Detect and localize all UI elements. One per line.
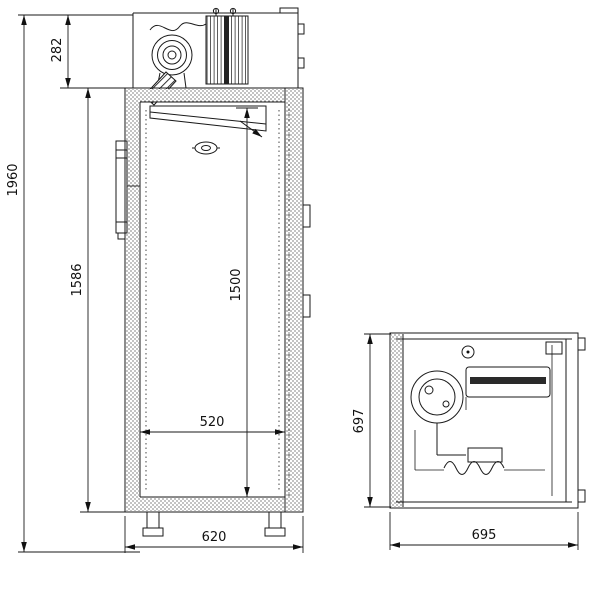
dim-overall-depth-label: 697 — [352, 409, 367, 434]
top-view — [389, 332, 586, 509]
top-tubing-coil — [414, 430, 545, 475]
dim-interior-height-label: 1500 — [229, 268, 244, 301]
dimension-overall-width: 620 — [124, 516, 304, 553]
condenser-core-bar — [470, 377, 546, 384]
insulation-bottom — [126, 497, 284, 511]
compressor-unit — [202, 7, 252, 89]
foot-right — [264, 527, 286, 537]
lamp-symbol — [192, 141, 220, 155]
compressor-core — [224, 16, 229, 84]
dimension-overall-depth: 697 — [352, 333, 391, 508]
condenser-coil — [151, 34, 193, 89]
machinery-side-tab — [297, 57, 305, 69]
top-hinge-tab-upper — [577, 337, 586, 351]
top-hinge-tab-lower — [577, 489, 586, 503]
insulation-left-wall — [126, 102, 139, 497]
dim-machinery-height-label: 282 — [50, 38, 65, 63]
machinery-side-tab — [297, 23, 305, 35]
dim-top-overall-width-label: 695 — [472, 528, 497, 543]
connecting-tube — [149, 22, 207, 32]
insulation-back-wall — [391, 334, 403, 507]
dimension-overall-height: 1960 — [6, 15, 27, 552]
dim-overall-height-label: 1960 — [6, 163, 21, 196]
evaporator — [149, 105, 267, 138]
top-compressor — [410, 370, 466, 456]
machinery-compartment — [132, 7, 305, 106]
dim-interior-width-label: 520 — [200, 415, 225, 430]
dimension-top-overall-width: 695 — [389, 512, 579, 550]
dimension-body-height: 1586 — [70, 88, 91, 512]
front-view — [115, 7, 311, 537]
hinge-lower — [302, 294, 311, 318]
dim-overall-width-label: 620 — [202, 530, 227, 545]
dimension-interior-width: 520 — [140, 415, 285, 435]
corner-bracket — [545, 341, 563, 355]
legs — [142, 512, 286, 537]
dimension-machinery-height: 282 — [50, 15, 71, 88]
front-view-dimensions: 1960 282 1586 1500 520 620 — [6, 14, 304, 553]
top-condenser — [461, 345, 551, 410]
controller-unit — [115, 140, 140, 240]
foot-left — [142, 527, 164, 537]
top-view-dimensions: 697 695 — [352, 333, 579, 550]
door-panel — [286, 89, 302, 511]
cabinet-body — [115, 87, 311, 513]
dim-body-height-label: 1586 — [70, 263, 85, 296]
insulation-top — [126, 89, 284, 102]
hinge-upper — [302, 204, 311, 228]
